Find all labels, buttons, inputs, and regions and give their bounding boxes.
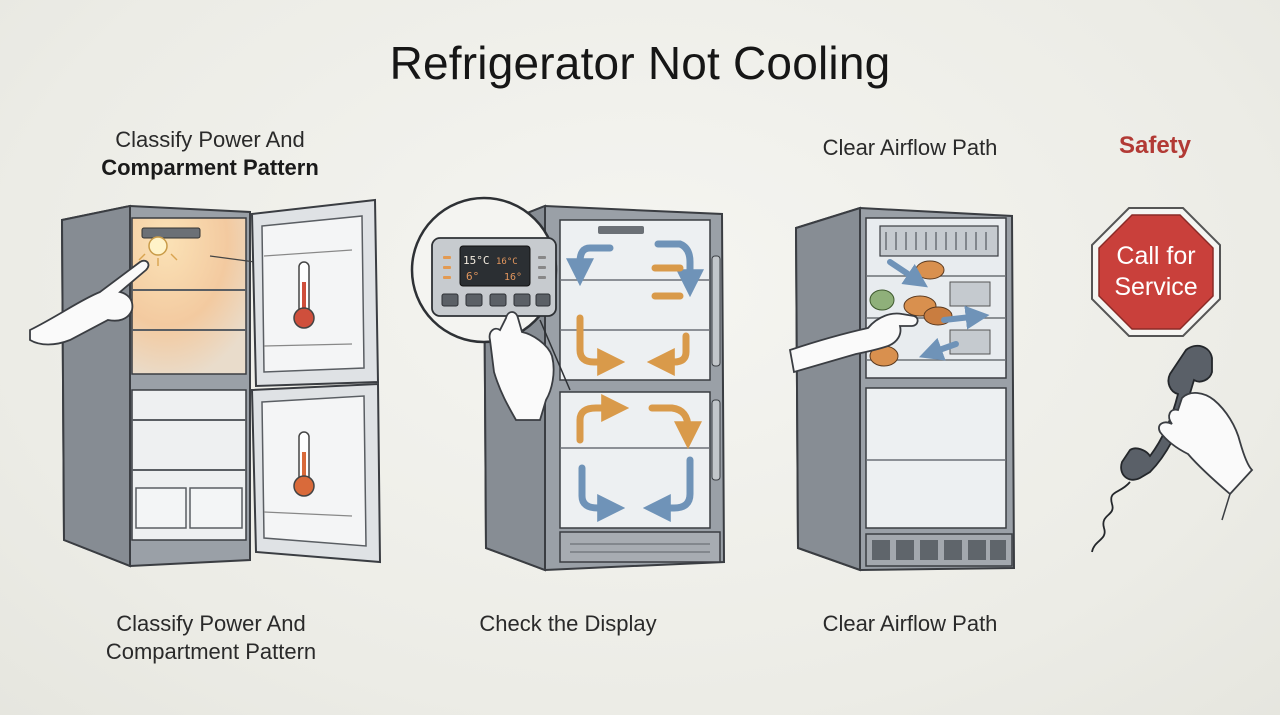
display-button-5[interactable] [535, 293, 551, 307]
panel-3-bottom-label: Clear Airflow Path [822, 611, 998, 636]
panel-1-top-line1: Classify Power And [115, 127, 305, 152]
display-button-1[interactable] [441, 293, 459, 307]
stop-sign-icon: Call for Service [1091, 207, 1221, 337]
panel-1-bottom-label: Classify Power And Compartment Pattern [56, 610, 366, 666]
thermometer-icon-lower [293, 431, 315, 497]
hand-pressing-icon [488, 311, 555, 421]
display-button-3[interactable] [489, 293, 507, 307]
fridge-clear-airflow-illustration [788, 206, 1016, 572]
display-button-4[interactable] [513, 293, 531, 307]
panel-3-top-label: Clear Airflow Path [822, 135, 998, 160]
hand-holding-phone-icon [1158, 392, 1254, 521]
safety-label: Safety [1118, 132, 1192, 159]
panel-1-top-line2: Comparment Pattern [101, 155, 319, 180]
stop-sign-line2: Service [1114, 273, 1197, 301]
panel-1-bottom-line2: Compartment Pattern [105, 639, 317, 664]
panel-2-bottom-label: Check the Display [479, 611, 657, 636]
thermometer-icon-upper [293, 261, 315, 329]
display-fridge-temp: 15°C [463, 254, 490, 267]
display-freezer-temp: 16°C [496, 257, 518, 267]
hand-pointing-icon [29, 259, 150, 346]
display-right-small: 16° [504, 272, 522, 283]
panel-1-top-label: Classify Power And Comparment Pattern [60, 126, 360, 182]
stop-sign-line1: Call for [1116, 242, 1195, 270]
phone-handset-icon [1091, 344, 1213, 553]
display-button-2[interactable] [465, 293, 483, 307]
fridge-airflow-illustration: 15°C 16°C 6° 16° [410, 196, 726, 572]
hand-reaching-icon [788, 312, 919, 374]
control-panel-display: 15°C 16°C 6° 16° [431, 237, 557, 317]
page-title: Refrigerator Not Cooling [389, 37, 891, 89]
panel-1-bottom-line1: Classify Power And [116, 611, 306, 636]
fridge-open-illustration [29, 198, 382, 568]
display-left-small: 6° [466, 270, 479, 283]
